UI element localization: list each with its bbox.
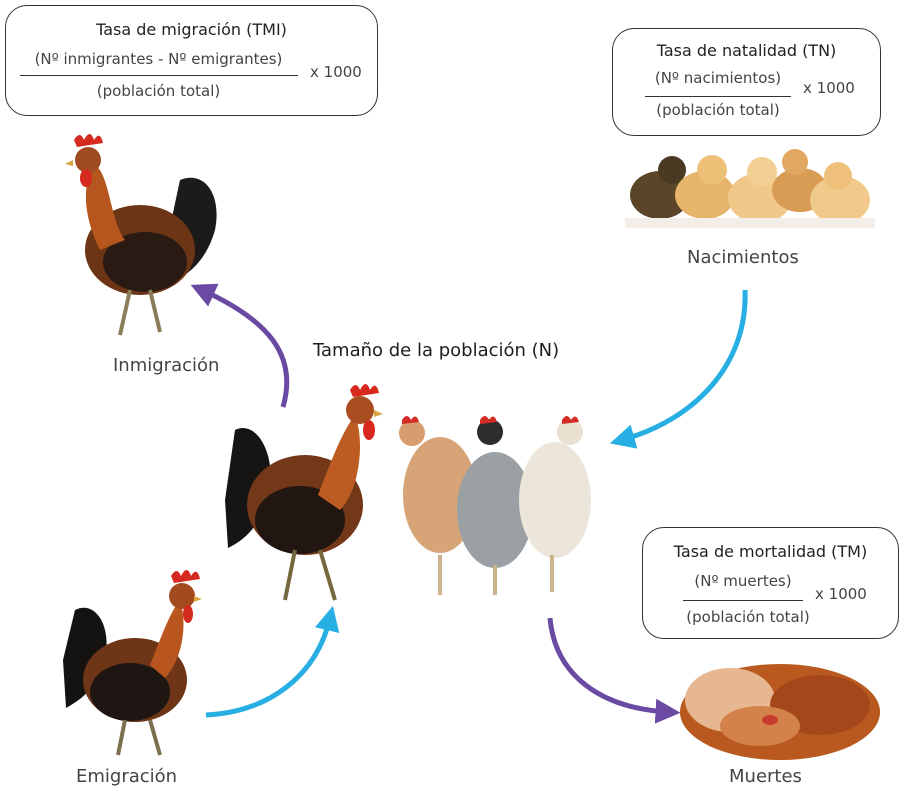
migration-rate-numerator: (Nº inmigrantes - Nº emigrantes)	[34, 50, 283, 68]
death-rate-multiplier: x 1000	[815, 585, 867, 603]
population-size-title: Tamaño de la población (N)	[313, 340, 560, 361]
emigration-rooster-image	[63, 570, 202, 756]
migration-rate-multiplier: x 1000	[310, 63, 362, 81]
birth-rate-box: Tasa de natalidad (TN) (Nº nacimientos) …	[612, 28, 881, 136]
immigration-arrow	[190, 283, 290, 408]
deaths-label: Muertes	[729, 766, 802, 787]
immigration-rooster-image	[65, 134, 217, 336]
chicks-image	[625, 149, 875, 228]
migration-rate-denominator: (población total)	[96, 82, 221, 100]
population-hens-image	[399, 416, 591, 595]
death-rate-box: Tasa de mortalidad (TM) (Nº muertes) (po…	[642, 527, 899, 639]
emigration-arrow	[205, 605, 340, 718]
birth-fraction-bar	[645, 96, 791, 97]
birth-rate-multiplier: x 1000	[803, 79, 855, 97]
migration-rate-title: Tasa de migración (TMI)	[96, 20, 287, 39]
migration-fraction-bar	[20, 75, 298, 76]
birth-rate-title: Tasa de natalidad (TN)	[656, 41, 837, 60]
emigration-label: Emigración	[76, 766, 178, 787]
birth-rate-numerator: (Nº nacimientos)	[654, 69, 782, 87]
death-rate-title: Tasa de mortalidad (TM)	[673, 542, 868, 561]
death-rate-denominator: (población total)	[686, 608, 810, 626]
births-arrow	[609, 289, 748, 449]
population-rooster-image	[225, 384, 383, 601]
birth-rate-denominator: (población total)	[656, 101, 780, 119]
death-rate-numerator: (Nº muertes)	[694, 572, 792, 590]
births-label: Nacimientos	[687, 247, 799, 268]
death-fraction-bar	[683, 600, 803, 601]
migration-rate-box: Tasa de migración (TMI) (Nº inmigrantes …	[5, 5, 378, 116]
deaths-arrow	[547, 617, 681, 724]
dead-hen-image	[680, 664, 880, 760]
immigration-label: Inmigración	[113, 355, 220, 376]
